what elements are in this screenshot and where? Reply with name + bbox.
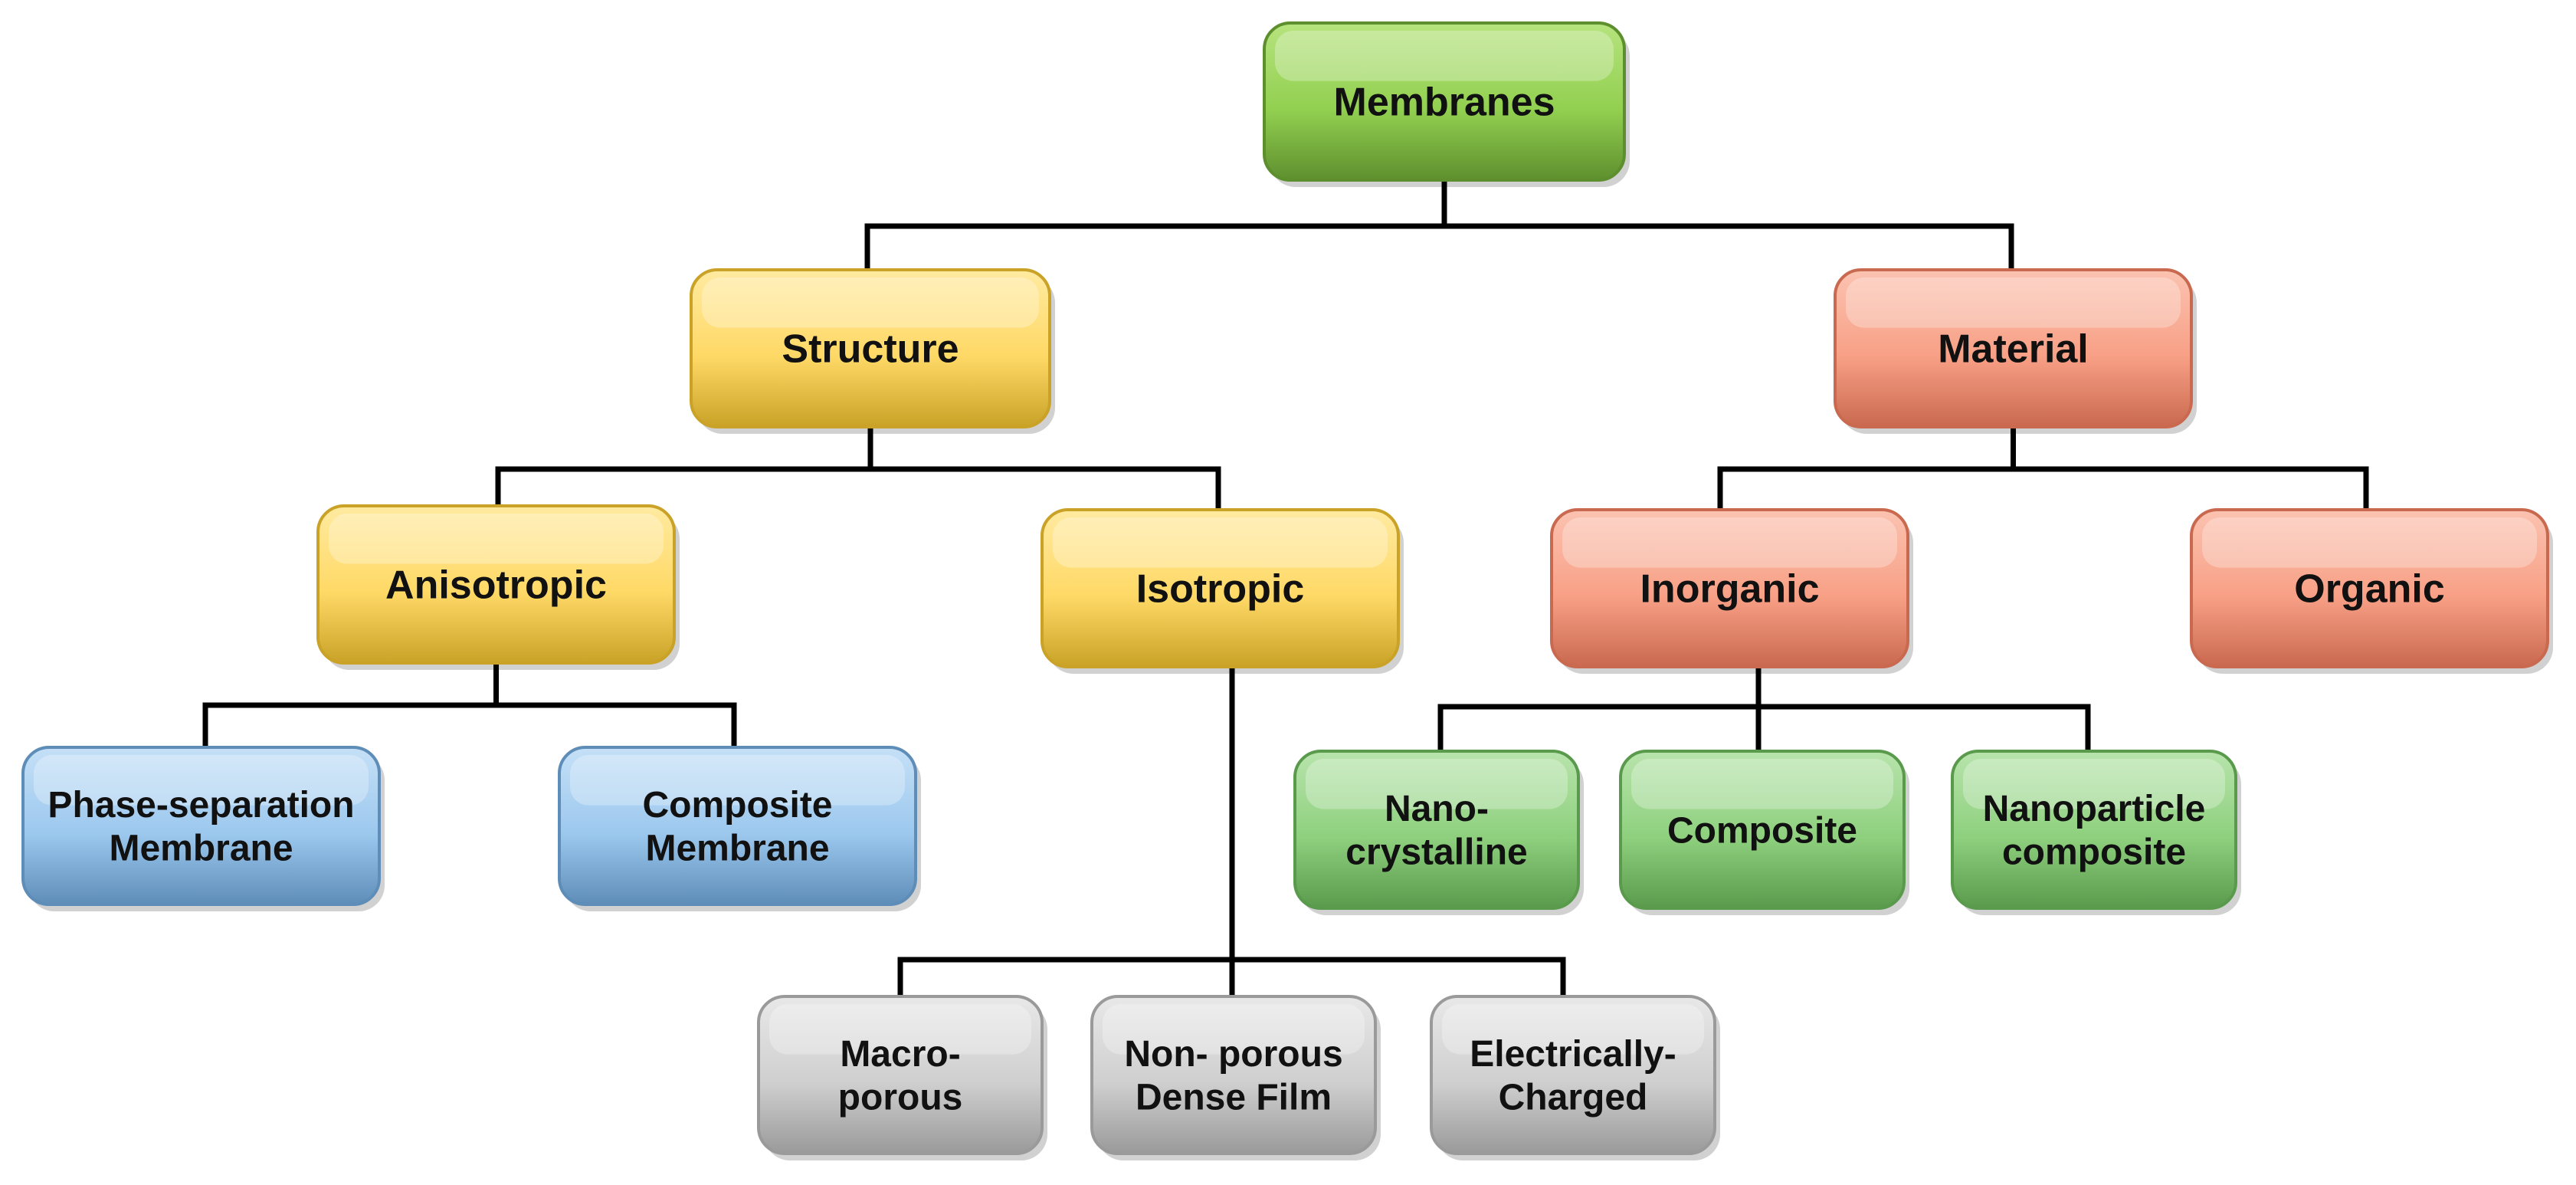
node-box [1550, 508, 1909, 668]
node-inorganic: Inorganic [1550, 508, 1913, 674]
node-box [1951, 750, 2237, 910]
node-box [1430, 995, 1716, 1155]
node-highlight [1631, 759, 1893, 809]
node-highlight [769, 1004, 1031, 1055]
node-box [757, 995, 1044, 1155]
node-highlight [2202, 517, 2537, 568]
node-macro-porous: Macro-porous [757, 995, 1047, 1160]
connector-lines [202, 177, 2369, 1000]
node-composite: Composite [1619, 750, 1909, 915]
node-highlight [34, 755, 369, 806]
node-box [316, 504, 676, 665]
node-isotropic: Isotropic [1041, 508, 1404, 674]
node-highlight [1053, 517, 1388, 568]
node-anisotropic: Anisotropic [316, 504, 680, 670]
node-box [2190, 508, 2549, 668]
node-highlight [1306, 759, 1568, 809]
node-highlight [1562, 517, 1897, 568]
node-membranes: Membranes [1263, 21, 1630, 187]
node-box [1041, 508, 1400, 668]
node-box [1293, 750, 1580, 910]
node-label: Anisotropic [385, 563, 607, 608]
node-label: Membranes [1334, 80, 1555, 125]
node-box [558, 746, 917, 906]
node-nano-crystalline: Nano-crystalline [1293, 750, 1584, 915]
node-organic: Organic [2190, 508, 2553, 674]
node-label: Electrically-Charged [1470, 1034, 1676, 1118]
node-box [21, 746, 381, 906]
node-box [1619, 750, 1906, 910]
node-highlight [1963, 759, 2225, 809]
node-label: Inorganic [1640, 567, 1819, 612]
node-highlight [702, 277, 1039, 328]
node-label: Macro-porous [838, 1034, 963, 1118]
node-box [1834, 268, 2193, 428]
node-box [1263, 21, 1626, 182]
node-box [690, 268, 1051, 428]
node-highlight [1846, 277, 2181, 328]
node-label: Isotropic [1136, 567, 1305, 612]
node-highlight [570, 755, 905, 806]
node-highlight [1442, 1004, 1704, 1055]
node-highlight [1103, 1004, 1365, 1055]
node-label: Material [1938, 327, 2089, 372]
node-label: Structure [782, 327, 959, 372]
node-material: Material [1834, 268, 2197, 434]
node-highlight [329, 514, 664, 564]
node-label: Nano-crystalline [1345, 789, 1527, 873]
node-highlight [1275, 31, 1614, 81]
node-box [1090, 995, 1377, 1155]
node-structure: Structure [690, 268, 1055, 434]
node-label: Organic [2294, 567, 2445, 612]
node-label: Composite [1667, 810, 1857, 851]
node-electrically-charged: Electrically-Charged [1430, 995, 1720, 1160]
